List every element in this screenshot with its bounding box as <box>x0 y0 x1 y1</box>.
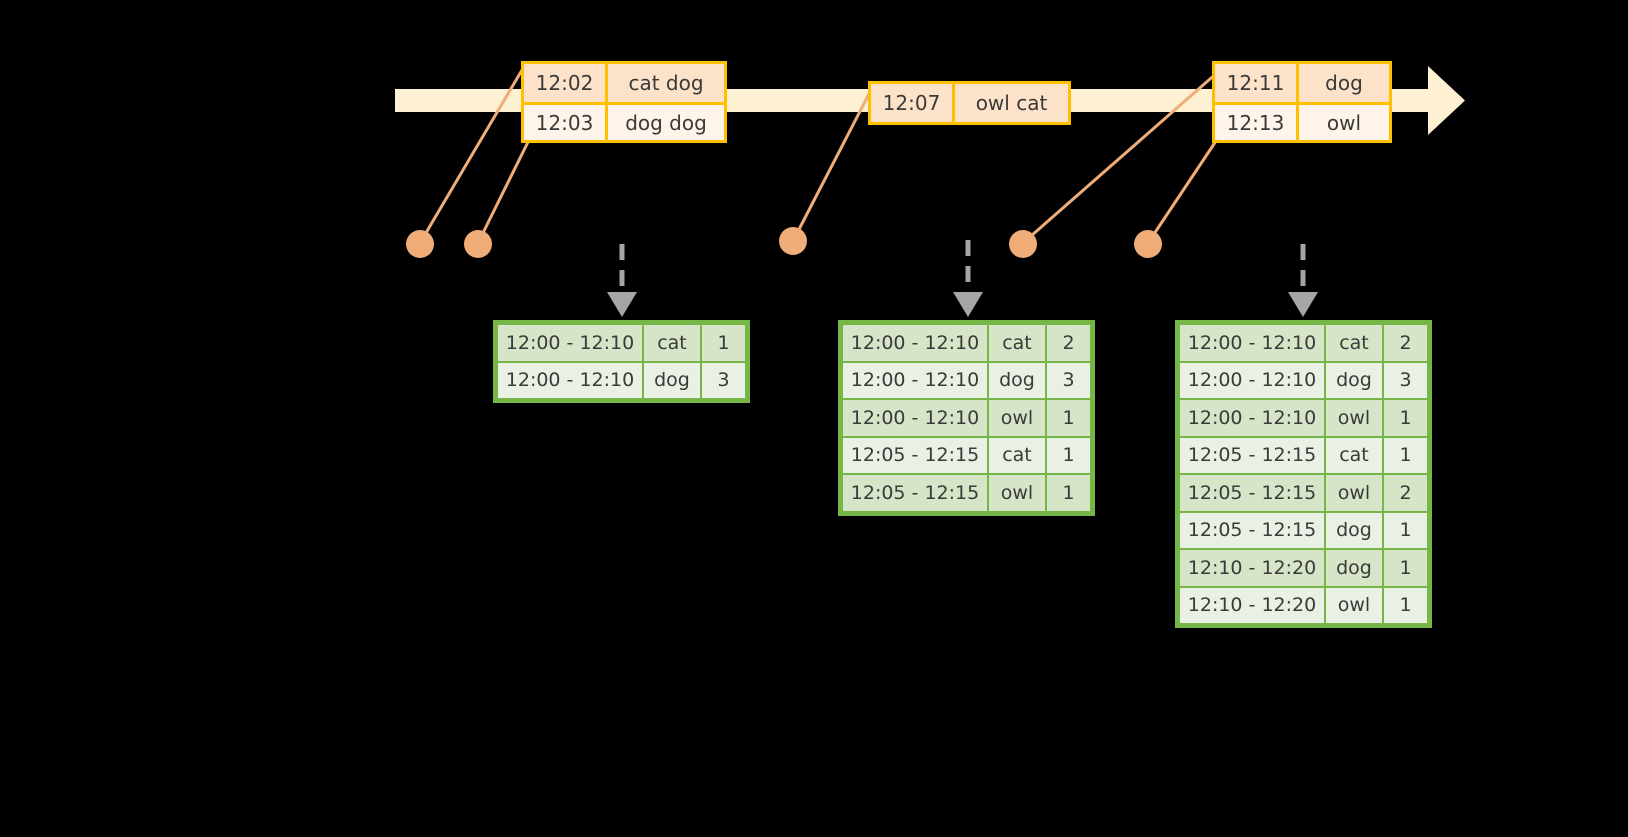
table-row: 12:00 - 12:10 owl 1 <box>1179 399 1428 437</box>
cell-word: owl <box>1325 399 1383 437</box>
cell-window: 12:05 - 12:15 <box>842 474 988 512</box>
event-group-2[interactable]: 12:07 owl cat <box>868 81 1071 125</box>
result-table-3: 12:00 - 12:10 cat 2 12:00 - 12:10 dog 3 … <box>1175 320 1432 628</box>
cell-word: owl <box>988 474 1046 512</box>
cell-window: 12:00 - 12:10 <box>1179 399 1325 437</box>
table-row: 12:00 - 12:10 cat 2 <box>842 324 1091 362</box>
table-row: 12:05 - 12:15 cat 1 <box>842 436 1091 474</box>
event-words: dog dog <box>608 105 724 140</box>
cell-window: 12:10 - 12:20 <box>1179 586 1325 624</box>
table-row: 12:10 - 12:20 owl 1 <box>1179 586 1428 624</box>
event-time: 12:07 <box>871 84 955 122</box>
trigger-arrow-2 <box>953 240 983 317</box>
cell-count: 1 <box>1383 586 1428 624</box>
table-row: 12:05 - 12:15 owl 1 <box>842 474 1091 512</box>
table-row: 12:05 - 12:15 cat 1 <box>1179 436 1428 474</box>
cell-word: cat <box>988 436 1046 474</box>
cell-word: cat <box>1325 436 1383 474</box>
event-time: 12:11 <box>1215 64 1299 102</box>
cell-word: owl <box>1325 586 1383 624</box>
cell-count: 1 <box>1383 436 1428 474</box>
cell-count: 1 <box>1046 474 1091 512</box>
event-words: cat dog <box>608 64 724 102</box>
cell-word: dog <box>643 361 701 399</box>
cell-window: 12:05 - 12:15 <box>842 436 988 474</box>
event-group-1[interactable]: 12:02 cat dog 12:03 dog dog <box>521 61 727 143</box>
cell-window: 12:00 - 12:10 <box>842 324 988 362</box>
table-row: 12:00 - 12:10 owl 1 <box>842 399 1091 437</box>
cell-count: 1 <box>1046 399 1091 437</box>
cell-word: dog <box>988 361 1046 399</box>
cell-count: 2 <box>1383 474 1428 512</box>
table-row: 12:00 - 12:10 dog 3 <box>842 361 1091 399</box>
table-row: 12:00 - 12:10 dog 3 <box>497 361 746 399</box>
cell-count: 1 <box>1383 511 1428 549</box>
event-words: owl <box>1299 105 1389 140</box>
cell-window: 12:00 - 12:10 <box>1179 324 1325 362</box>
cell-window: 12:00 - 12:10 <box>497 361 643 399</box>
event-row[interactable]: 12:13 owl <box>1215 102 1389 140</box>
cell-word: dog <box>1325 361 1383 399</box>
table-row: 12:00 - 12:10 cat 2 <box>1179 324 1428 362</box>
cell-count: 3 <box>1046 361 1091 399</box>
result-table-2: 12:00 - 12:10 cat 2 12:00 - 12:10 dog 3 … <box>838 320 1095 516</box>
cell-window: 12:05 - 12:15 <box>1179 436 1325 474</box>
cell-word: cat <box>643 324 701 362</box>
cell-count: 1 <box>1046 436 1091 474</box>
cell-count: 1 <box>1383 549 1428 587</box>
event-time: 12:02 <box>524 64 608 102</box>
table-row: 12:10 - 12:20 dog 1 <box>1179 549 1428 587</box>
cell-window: 12:05 - 12:15 <box>1179 474 1325 512</box>
event-dot-3 <box>779 227 807 255</box>
cell-count: 2 <box>1383 324 1428 362</box>
trigger-arrows <box>607 240 1318 317</box>
event-dot-4 <box>1009 230 1037 258</box>
event-row[interactable]: 12:11 dog <box>1215 64 1389 102</box>
cell-count: 1 <box>1383 399 1428 437</box>
event-dot-5 <box>1134 230 1162 258</box>
event-row[interactable]: 12:03 dog dog <box>524 102 724 140</box>
trigger-arrow-1 <box>607 244 637 317</box>
event-row[interactable]: 12:07 owl cat <box>871 84 1068 122</box>
cell-count: 2 <box>1046 324 1091 362</box>
cell-word: owl <box>988 399 1046 437</box>
event-dots <box>406 227 1162 258</box>
table-row: 12:05 - 12:15 owl 2 <box>1179 474 1428 512</box>
event-words: owl cat <box>955 84 1068 122</box>
event-dot-2 <box>464 230 492 258</box>
event-row[interactable]: 12:02 cat dog <box>524 64 724 102</box>
cell-word: cat <box>988 324 1046 362</box>
cell-word: owl <box>1325 474 1383 512</box>
cell-count: 3 <box>701 361 746 399</box>
event-words: dog <box>1299 64 1389 102</box>
cell-window: 12:00 - 12:10 <box>1179 361 1325 399</box>
event-time: 12:13 <box>1215 105 1299 140</box>
table-row: 12:05 - 12:15 dog 1 <box>1179 511 1428 549</box>
cell-word: cat <box>1325 324 1383 362</box>
table-row: 12:00 - 12:10 dog 3 <box>1179 361 1428 399</box>
event-time: 12:03 <box>524 105 608 140</box>
cell-window: 12:00 - 12:10 <box>497 324 643 362</box>
table-row: 12:00 - 12:10 cat 1 <box>497 324 746 362</box>
cell-count: 1 <box>701 324 746 362</box>
cell-window: 12:05 - 12:15 <box>1179 511 1325 549</box>
event-dot-1 <box>406 230 434 258</box>
event-group-3[interactable]: 12:11 dog 12:13 owl <box>1212 61 1392 143</box>
cell-window: 12:10 - 12:20 <box>1179 549 1325 587</box>
result-table-1: 12:00 - 12:10 cat 1 12:00 - 12:10 dog 3 <box>493 320 750 403</box>
cell-word: dog <box>1325 511 1383 549</box>
trigger-arrow-3 <box>1288 244 1318 317</box>
cell-window: 12:00 - 12:10 <box>842 361 988 399</box>
cell-window: 12:00 - 12:10 <box>842 399 988 437</box>
cell-count: 3 <box>1383 361 1428 399</box>
cell-word: dog <box>1325 549 1383 587</box>
